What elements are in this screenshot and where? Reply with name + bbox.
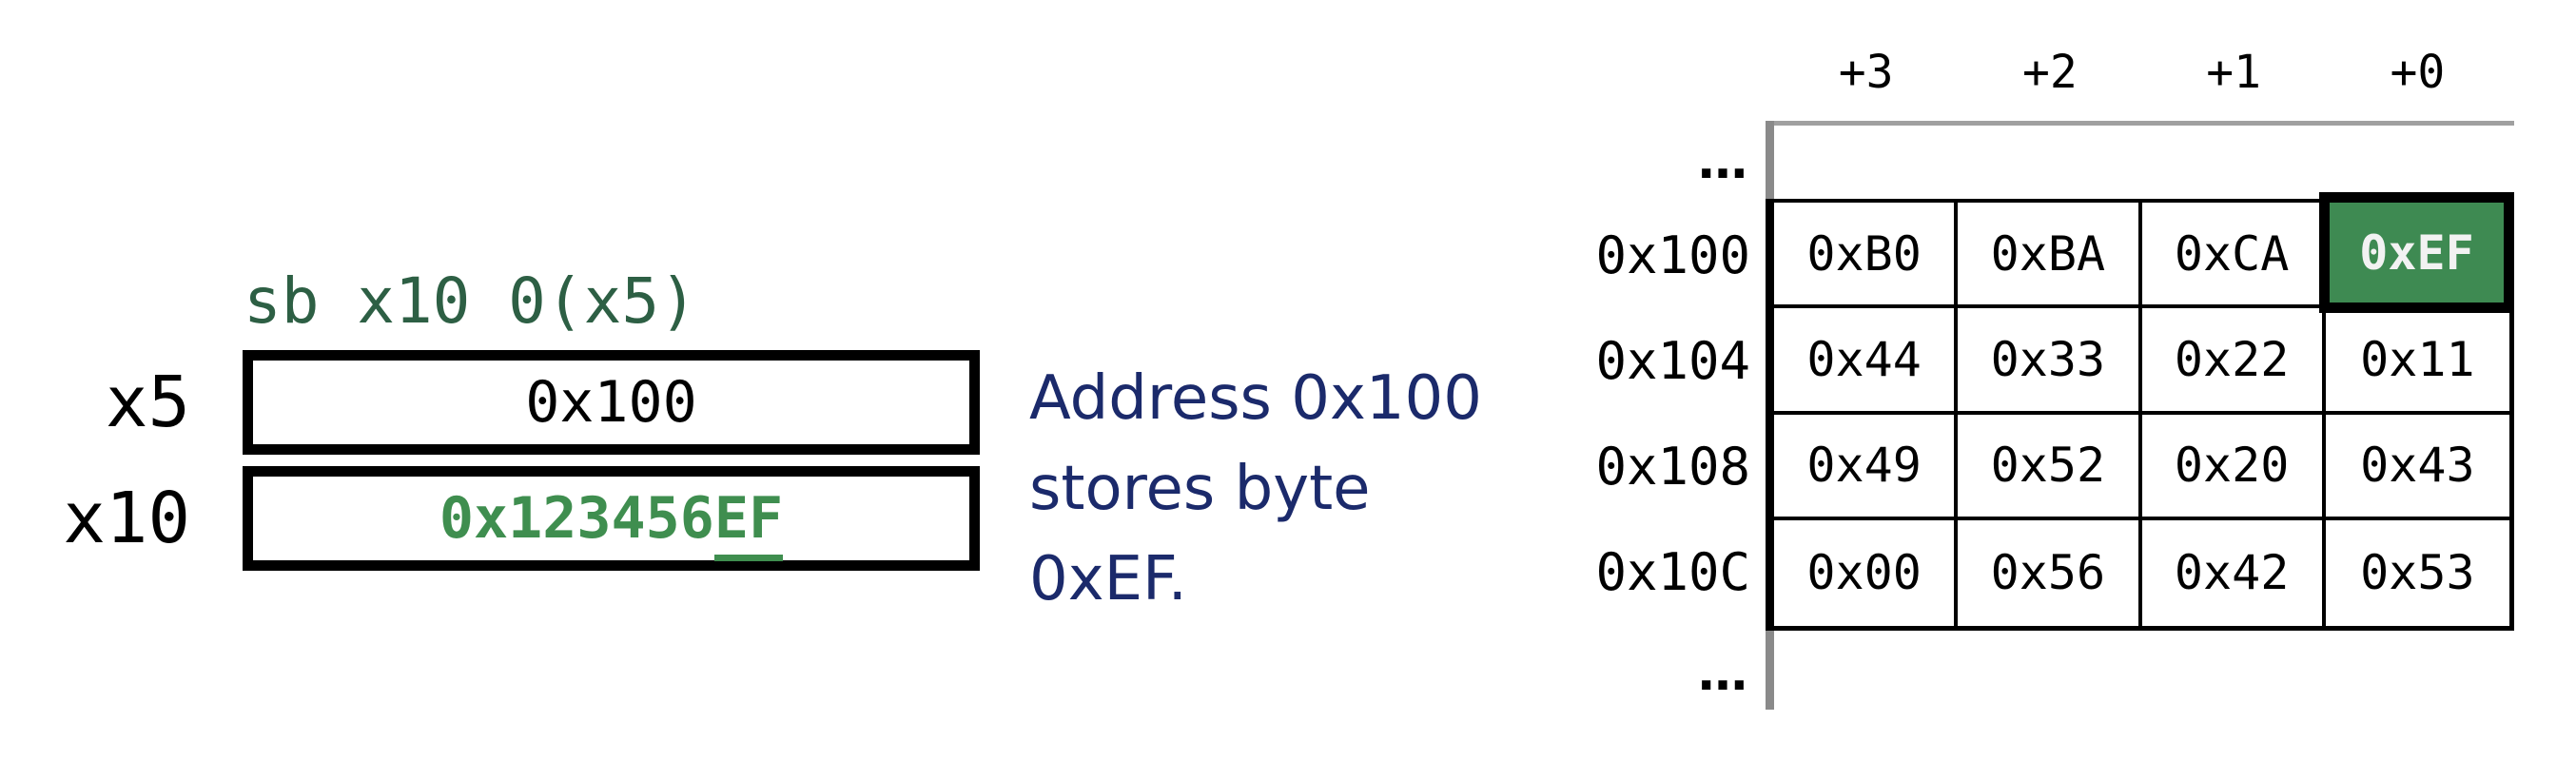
memory-cell: 0x42 (2142, 519, 2326, 626)
memory-left-boundary-line-bottom (1766, 631, 1774, 710)
address-label-0x100: 0x100 (1595, 225, 1750, 285)
offset-header-plus2: +2 (2021, 46, 2078, 99)
stored-byte-underline: EF (713, 485, 784, 561)
register-label-x10: x10 (63, 478, 190, 559)
memory-cell: 0xB0 (1774, 203, 1959, 309)
memory-cell: 0x22 (2141, 308, 2326, 415)
register-value-x5: 0x100 (525, 369, 697, 436)
memory-left-boundary-line-top (1766, 121, 1774, 199)
memory-cell: 0x49 (1774, 414, 1959, 520)
register-box-x10: 0x123456EF (243, 466, 980, 571)
memory-ellipsis-top: … (1698, 133, 1747, 190)
address-label-0x108: 0x108 (1595, 437, 1750, 497)
memory-cell: 0x56 (1958, 519, 2142, 626)
memory-cell: 0x52 (1958, 414, 2142, 520)
memory-cell: 0x44 (1774, 308, 1959, 415)
address-label-0x104: 0x104 (1595, 331, 1750, 391)
register-value-x10-prefix: 0x123456 (439, 485, 714, 552)
offset-header-plus0: +0 (2390, 46, 2446, 99)
memory-cell: 0x53 (2360, 545, 2475, 601)
caption-text: Address 0x100 stores byte 0xEF. (1029, 363, 1482, 615)
memory-top-boundary-line (1766, 121, 2514, 126)
highlighted-byte-cell: 0xEF (2319, 192, 2514, 313)
memory-cell: 0x43 (2325, 415, 2509, 520)
memory-cell: 0x33 (1958, 308, 2142, 415)
byte-offset-headers: +3 +2 +1 +0 (1774, 42, 2509, 103)
register-value-x10: 0x123456EF (439, 485, 784, 561)
memory-ellipsis-bottom: … (1698, 645, 1747, 702)
memory-cell: 0x00 (1774, 519, 1959, 626)
offset-header-plus3: +3 (1838, 46, 1894, 99)
memory-cell: 0x11 (2325, 308, 2509, 415)
memory-cell: 0xCA (2141, 203, 2326, 309)
address-label-0x10C: 0x10C (1595, 542, 1750, 602)
memory-cell: 0xBA (1958, 203, 2142, 309)
register-label-x5: x5 (105, 361, 190, 443)
register-box-x5: 0x100 (243, 350, 980, 455)
instruction-text: sb x10 0(x5) (244, 264, 697, 338)
offset-header-plus1: +1 (2206, 46, 2262, 99)
memory-cell: 0x20 (2141, 414, 2326, 520)
